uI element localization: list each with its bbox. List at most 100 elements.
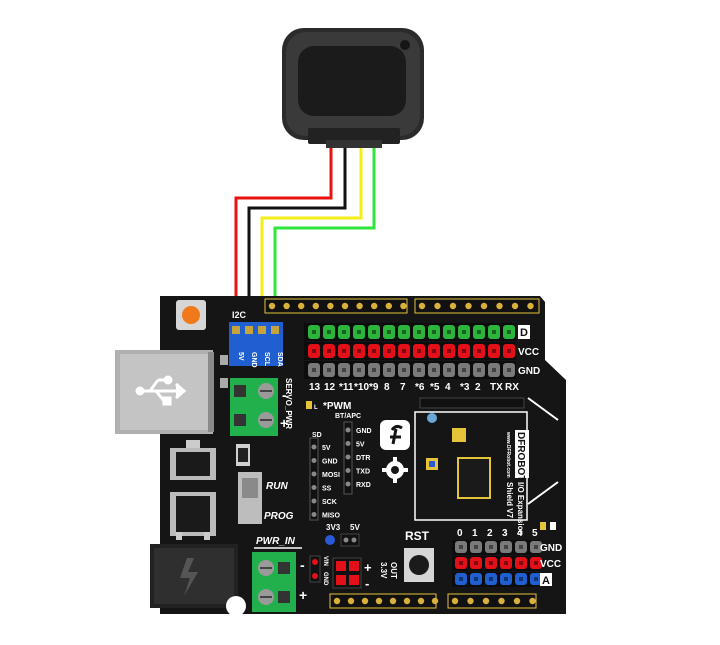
digital-pin-hole: [342, 368, 346, 372]
wires: [234, 148, 376, 325]
header-hole: [431, 597, 439, 605]
wire-black-gnd: [247, 148, 347, 325]
header-hole: [375, 597, 383, 605]
analog-pin-hole: [474, 545, 478, 549]
analog-pin-number: 2: [487, 528, 493, 539]
digital-row-label-gnd: GND: [518, 366, 540, 377]
reset-button-orange[interactable]: [176, 300, 206, 330]
digital-pin: [353, 363, 365, 377]
analog-pin-hole: [519, 545, 523, 549]
i2c-pin: [258, 326, 266, 334]
digital-pin: [338, 363, 350, 377]
bt-hole: [345, 427, 351, 433]
digital-pin-hole: [342, 330, 346, 334]
header-hole: [341, 302, 349, 310]
digital-pin-hole: [417, 330, 421, 334]
analog-pin-hole: [534, 577, 538, 581]
spi-pin-label: MISO: [322, 513, 340, 520]
digital-pin: [368, 344, 380, 358]
digital-pin: [428, 325, 440, 339]
servo-pwr-plus: +: [280, 415, 288, 431]
analog-pin-hole: [519, 561, 523, 565]
prog-label: PROG: [264, 511, 294, 522]
spi-pin-label: SS: [322, 486, 332, 493]
header-hole: [467, 597, 474, 605]
digital-pin-hole: [312, 330, 316, 334]
digital-pin: [458, 325, 470, 339]
digital-row-label-vcc: VCC: [518, 347, 539, 358]
bt-hole: [345, 454, 351, 460]
sensor-module: [282, 28, 424, 148]
digital-pin: [383, 363, 395, 377]
digital-pin-hole: [387, 368, 391, 372]
analog-pin-number: 1: [472, 528, 478, 539]
analog-pin: [485, 541, 497, 553]
digital-header: [304, 323, 516, 379]
pwr-in-title: PWR_IN: [256, 536, 296, 547]
digital-d-box: [518, 325, 530, 339]
header-hole: [356, 302, 363, 310]
digital-pin: [443, 363, 455, 377]
digital-pin-number: RX: [505, 382, 519, 393]
digital-pin-hole: [477, 330, 481, 334]
board-url: www.DFRobot.com: [505, 431, 511, 478]
cap-2: [220, 378, 228, 388]
dc-jack: [150, 544, 246, 616]
digital-pin-hole: [432, 330, 436, 334]
digital-pin: [428, 344, 440, 358]
digital-pin-hole: [462, 349, 466, 353]
digital-pin-hole: [402, 368, 406, 372]
digital-pin-hole: [327, 349, 331, 353]
digital-pin-hole: [402, 330, 406, 334]
analog-pin-hole: [474, 561, 478, 565]
digital-pin-hole: [432, 368, 436, 372]
analog-pin: [470, 573, 482, 585]
pwm-label: *PWM: [323, 401, 351, 412]
run-prog-switch[interactable]: [238, 472, 262, 524]
analog-pin: [530, 573, 542, 585]
digital-pin: [503, 363, 515, 377]
volt-5v-label: 5V: [350, 523, 360, 532]
digital-pin: [398, 325, 410, 339]
header-hole: [400, 302, 407, 310]
analog-pin-hole: [489, 561, 493, 565]
capacitor-small: [427, 413, 437, 423]
i2c-pin-label: GND: [250, 352, 257, 368]
analog-pin-hole: [459, 577, 463, 581]
l-led: [306, 401, 312, 409]
digital-pin: [383, 344, 395, 358]
i2c-title: I2C: [232, 310, 247, 320]
capacitor-top: [452, 428, 466, 442]
digital-pin: [368, 325, 380, 339]
i2c-pin-label: SCL: [263, 352, 270, 367]
bt-hole: [345, 468, 351, 473]
rst-button[interactable]: [404, 548, 434, 582]
analog-pin: [515, 573, 527, 585]
header-hole: [361, 597, 369, 605]
bt-pin-label: GND: [356, 428, 372, 435]
analog-pin: [470, 557, 482, 569]
analog-pin: [530, 557, 542, 569]
analog-pin-hole: [504, 577, 508, 581]
header-hole: [327, 302, 334, 310]
header-hole: [498, 597, 505, 605]
header-hole: [434, 302, 441, 310]
header-row-module: [419, 397, 525, 409]
digital-pin: [353, 344, 365, 358]
digital-pin-number: *5: [430, 382, 440, 393]
analog-pin-hole: [534, 545, 538, 549]
spi-pin-label: GND: [322, 459, 338, 466]
digital-pin-hole: [342, 349, 346, 353]
spi-pin-label: SCK: [322, 499, 337, 506]
analog-pin-hole: [504, 545, 508, 549]
l-led-label: L: [314, 405, 318, 411]
digital-pin-number: 2: [475, 382, 481, 393]
voltage-jumper[interactable]: [325, 533, 360, 547]
digital-pin-hole: [492, 330, 496, 334]
digital-pin: [338, 325, 350, 339]
digital-row-label-d: D: [520, 327, 528, 339]
spi-title: SD: [312, 432, 322, 439]
digital-pin-hole: [372, 368, 376, 372]
spi-hole: [311, 458, 317, 463]
analog-pin-hole: [504, 561, 508, 565]
